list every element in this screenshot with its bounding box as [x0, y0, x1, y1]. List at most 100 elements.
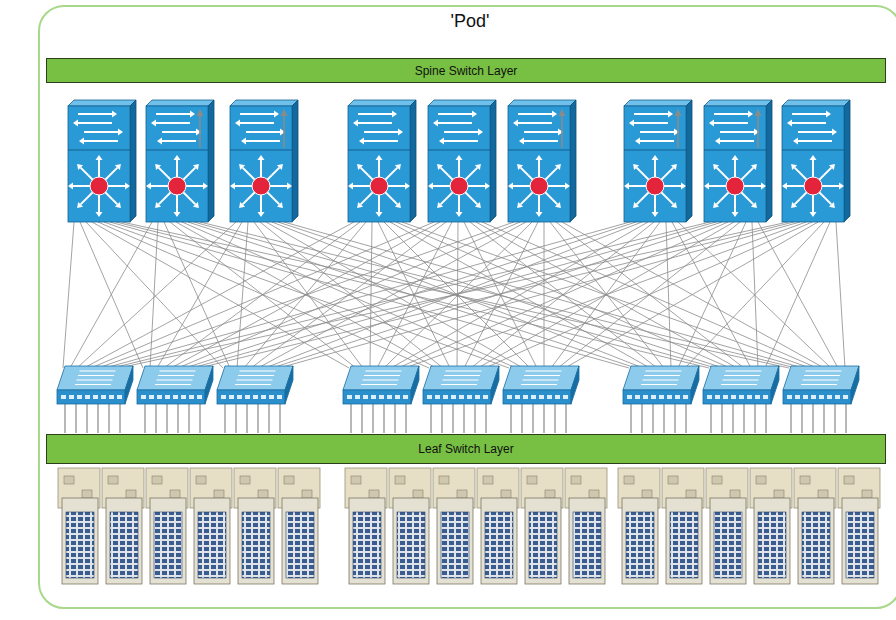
arrow-head: [118, 129, 123, 136]
switch-divider: [428, 150, 490, 151]
mesh-link: [562, 222, 824, 368]
star-center: [646, 177, 664, 195]
mesh-link: [70, 222, 152, 368]
leaf-arrow: [521, 384, 557, 385]
switch-side: [766, 100, 772, 222]
server-tower: [842, 498, 878, 584]
leaf-port: [507, 395, 512, 399]
star-head: [77, 202, 83, 208]
leaf-arrow: [441, 384, 477, 385]
leaf-side: [851, 366, 859, 404]
mesh-link: [105, 222, 630, 368]
arrow-head: [715, 138, 720, 145]
leaf-port: [755, 395, 760, 399]
leaf-downlink: [76, 404, 77, 433]
arrow-head: [151, 120, 156, 127]
star-head: [713, 202, 719, 208]
mesh-link: [258, 222, 526, 368]
leaf-arrow: [446, 370, 482, 371]
leaf-port: [157, 395, 162, 399]
star-head: [839, 183, 844, 190]
switch-front: [348, 106, 410, 222]
switch-front: [230, 106, 292, 222]
leaf-downlink: [675, 404, 676, 433]
spine-switch: [782, 100, 850, 222]
leaf-port: [85, 395, 90, 399]
arrow-stroke: [438, 113, 472, 115]
arrow-head: [433, 120, 438, 127]
leaf-port: [261, 395, 266, 399]
mesh-link: [178, 222, 520, 368]
leaf-top: [503, 366, 579, 390]
star-head: [810, 155, 817, 160]
leaf-front: [703, 390, 771, 404]
leaf-downlink: [236, 404, 237, 433]
leaf-port: [77, 395, 82, 399]
mesh-link: [396, 222, 730, 368]
leaf-arrow: [444, 375, 480, 376]
spine-switch: [146, 100, 214, 222]
rack-slot: [64, 476, 74, 484]
leaf-top: [137, 366, 213, 390]
leaf-port: [379, 395, 384, 399]
leaf-port: [149, 395, 154, 399]
arrow-stroke: [246, 140, 280, 142]
server-front: [286, 512, 314, 578]
leaf-port: [715, 395, 720, 399]
rack-slot: [196, 476, 206, 484]
leaf-side: [691, 366, 699, 404]
server-tower: [666, 498, 702, 584]
spine-switch: [624, 100, 692, 222]
switch-side: [130, 100, 136, 222]
leaf-port: [109, 395, 114, 399]
star-head: [437, 164, 443, 170]
star-head: [258, 212, 265, 217]
gray-arrow-head: [197, 109, 204, 116]
star-center: [726, 177, 744, 195]
leaf-port: [181, 395, 186, 399]
star-head: [671, 202, 677, 208]
leaf-port: [787, 395, 792, 399]
gray-arrow-head: [755, 109, 762, 116]
arrow-stroke: [84, 140, 118, 142]
leaf-switch: [137, 366, 213, 433]
leaf-switch: [57, 366, 133, 433]
rack-slot: [844, 476, 854, 484]
star-head: [633, 164, 639, 170]
mesh-link: [272, 222, 643, 368]
leaf-port: [763, 395, 768, 399]
star-head: [395, 164, 401, 170]
star-head: [713, 164, 719, 170]
star-head: [96, 212, 103, 217]
star-center: [530, 177, 548, 195]
rack-slot: [668, 476, 678, 484]
leaf-side: [125, 366, 133, 404]
leaf-port: [819, 395, 824, 399]
mesh-link: [200, 222, 796, 368]
star-head: [115, 202, 121, 208]
leaf-arrow: [155, 384, 191, 385]
leaf-port: [395, 395, 400, 399]
star-center: [370, 177, 388, 195]
server-tower: [481, 498, 517, 584]
leaf-port: [451, 395, 456, 399]
layer-band: Spine Switch Layer: [46, 58, 886, 83]
server-tower: [194, 498, 230, 584]
mesh-link: [199, 222, 794, 368]
arrow-head: [552, 111, 557, 118]
leaf-arrow: [801, 384, 837, 385]
leaf-arrow: [80, 370, 116, 371]
switch-divider: [508, 150, 570, 151]
server-tower: [282, 498, 318, 584]
switch-side: [686, 100, 692, 222]
leaf-port: [739, 395, 744, 399]
leaf-top: [217, 366, 293, 390]
server-tower: [798, 498, 834, 584]
leaf-arrow: [721, 384, 757, 385]
switch-divider: [704, 150, 766, 151]
spine-switches: [68, 100, 850, 222]
server-front: [397, 512, 425, 578]
leaf-port: [141, 395, 146, 399]
leaf-switch: [703, 366, 779, 433]
switch-divider: [624, 150, 686, 151]
